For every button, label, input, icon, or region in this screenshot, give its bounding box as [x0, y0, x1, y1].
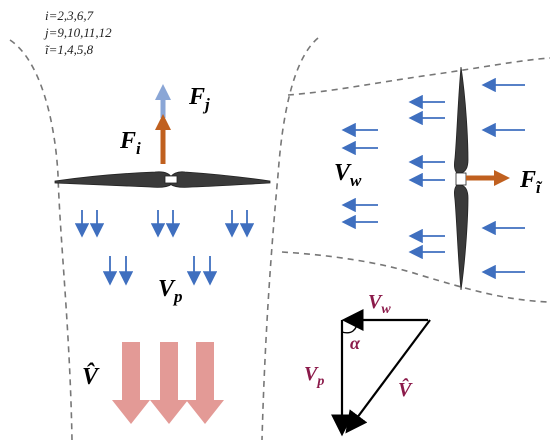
alpha-arc: [341, 319, 359, 334]
velocity-triangle: [331, 309, 431, 437]
index-set-k: ĩ=1,4,5,8: [45, 42, 94, 57]
label-vhat: V̂: [82, 363, 100, 390]
index-set-j: j=9,10,11,12: [45, 25, 112, 40]
label-vw: Vw: [334, 160, 362, 190]
force-i-head: [155, 114, 171, 130]
wind-arrows: [341, 77, 525, 280]
vertical-rotor: [454, 66, 469, 291]
force-side-head: [494, 170, 510, 186]
horizontal-streamtube: [281, 57, 550, 303]
triangle-vhat-side: [345, 319, 431, 434]
triangle-label-vw: Vw: [368, 291, 391, 317]
index-set-i: i=2,3,6,7: [45, 8, 94, 23]
labels: Fj Fi Fĩ Vw Vp V̂ Vw Vp V̂ α: [82, 84, 543, 401]
downwash-arrows: [74, 210, 255, 286]
force-arrow-horizontal: [466, 170, 510, 186]
triangle-label-vp: Vp: [304, 363, 324, 389]
force-j-head: [155, 84, 171, 100]
triangle-label-alpha: α: [350, 333, 361, 353]
resultant-velocity-arrows: [112, 342, 224, 424]
horizontal-rotor: [54, 171, 271, 188]
triangle-label-vhat: V̂: [398, 377, 413, 401]
force-arrows-vertical: [155, 84, 171, 164]
vertical-streamtube: [9, 37, 319, 441]
label-f-side: Fĩ: [519, 167, 543, 197]
label-vp: Vp: [158, 276, 183, 306]
label-fj: Fj: [188, 84, 210, 114]
label-fi: Fi: [119, 128, 141, 158]
